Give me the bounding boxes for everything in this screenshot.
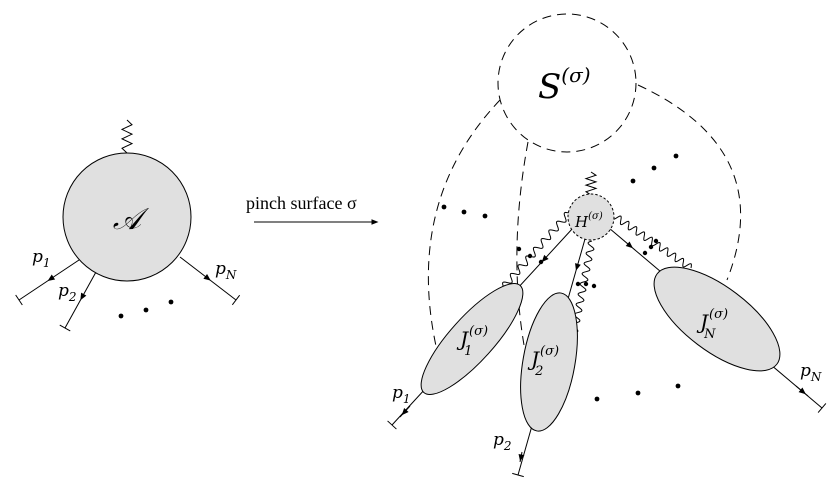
left-amplitude: 𝒜 p1 p2 pN xyxy=(15,119,241,332)
amplitude-blob xyxy=(62,152,192,282)
transition-label: pinch surface σ xyxy=(246,193,357,213)
left-line-p1-end xyxy=(15,294,23,306)
left-line-pN-arrowhead xyxy=(203,273,211,281)
hard-photon-line xyxy=(584,171,598,196)
soft-label: S(σ) xyxy=(538,63,591,107)
hard-photon-zigzag xyxy=(584,171,598,196)
gluon-hard-jetN xyxy=(612,214,692,269)
right-label-pN: pN xyxy=(800,361,822,384)
hard-to-p1-line-arrowhead xyxy=(541,254,549,263)
pN-end xyxy=(817,403,827,413)
jet-2-label: J(σ)2 xyxy=(527,344,559,379)
left-line-p1-arrowhead xyxy=(47,274,56,281)
jet-1: J(σ)1 xyxy=(420,283,524,395)
p2-tail-arrowhead xyxy=(518,453,525,462)
jet-2: J(σ)2 xyxy=(520,292,578,432)
jet-1-blob xyxy=(420,283,524,395)
p1-end xyxy=(387,420,397,430)
left-line-p2-arrowhead xyxy=(80,292,87,301)
hard-to-pN-line-arrowhead xyxy=(625,241,633,249)
left-photon-zigzag xyxy=(120,119,134,154)
left-photon-line xyxy=(120,119,134,154)
hard-vertex: H(σ) xyxy=(567,171,615,241)
hard-blob xyxy=(567,193,615,241)
left-line-p2-end xyxy=(59,324,71,332)
jet-N-label: J(σ)N xyxy=(696,307,728,342)
left-ellipsis-dots xyxy=(118,299,174,319)
left-label-p2: p2 xyxy=(58,281,77,304)
left-external-lines xyxy=(15,256,241,332)
jet-N-blob xyxy=(653,266,781,372)
p1-tail-arrowhead xyxy=(401,407,409,416)
right-ellipsis-dots xyxy=(441,153,681,402)
p2-end xyxy=(512,472,524,478)
left-label-p1: p1 xyxy=(32,247,51,270)
jet-N: J(σ)N xyxy=(653,266,781,372)
soft-dashed-lines xyxy=(427,84,741,347)
hard-to-p2-line-arrowhead xyxy=(575,263,581,271)
pN-tail-arrowhead xyxy=(798,387,806,395)
right-label-p1: p1 xyxy=(392,383,411,406)
soft-blob xyxy=(497,13,637,153)
transition: pinch surface σ xyxy=(246,193,379,225)
jet-2-blob xyxy=(520,292,578,432)
jet-1-label: J(σ)1 xyxy=(456,324,488,359)
gluon-hard-jet2 xyxy=(571,240,595,334)
right-label-p2: p2 xyxy=(493,430,512,453)
right-pinch-surface: S(σ) J(σ)1 J(σ)2 J(σ)N xyxy=(387,13,827,478)
left-label-pN: pN xyxy=(215,259,237,282)
left-line-pN-end xyxy=(231,294,241,306)
hard-label: H(σ) xyxy=(574,211,603,231)
